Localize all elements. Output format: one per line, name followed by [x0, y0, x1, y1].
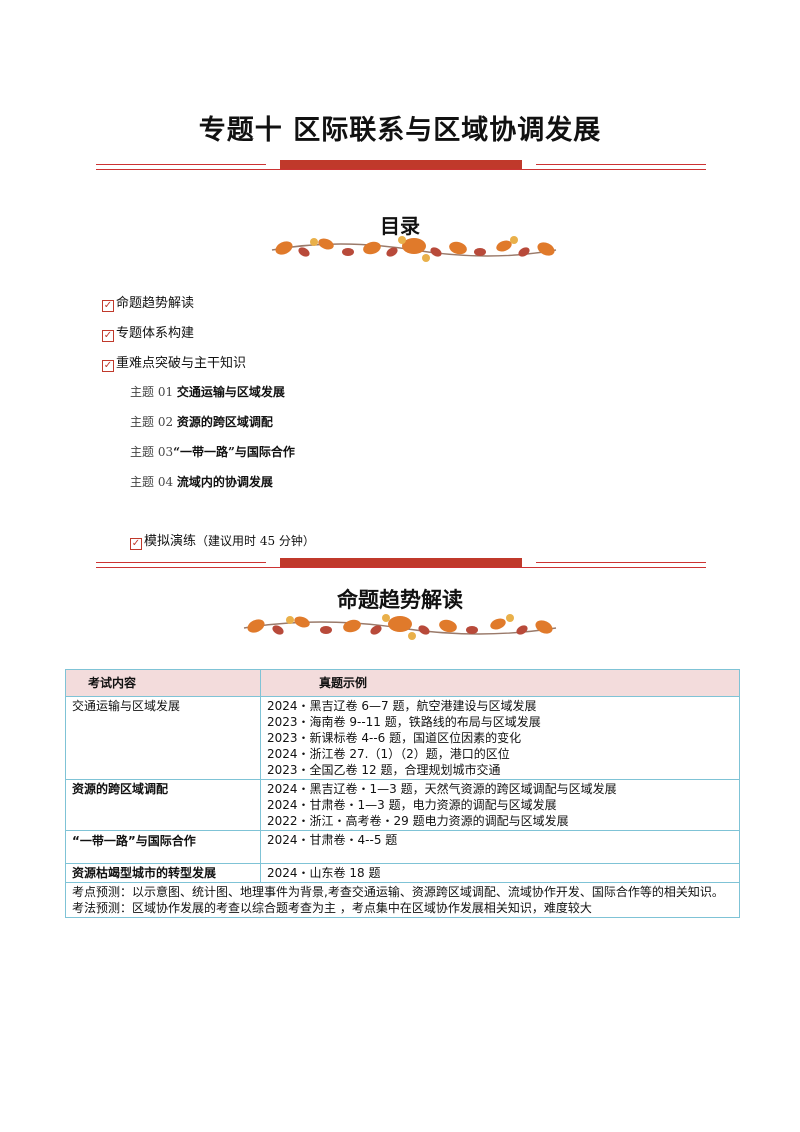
leaf-garland-icon — [271, 236, 557, 262]
toc-topic-04[interactable]: 主题 04 流域内的协调发展 — [130, 475, 273, 489]
toc-topic-02[interactable]: 主题 02 资源的跨区域调配 — [130, 415, 273, 429]
toc-item-system[interactable]: ✓专题体系构建 — [102, 326, 195, 342]
column-header: 真题示例 — [260, 669, 740, 697]
table-row: 资源枯竭型城市的转型发展 2024・山东卷 18 题 — [65, 863, 740, 883]
table-header-row: 考试内容 真题示例 — [65, 669, 740, 697]
toc-item-practice[interactable]: ✓模拟演练（建议用时 45 分钟） — [130, 534, 315, 550]
toc-topic-03[interactable]: 主题 03“一带一路”与国际合作 — [130, 445, 295, 459]
table-row: “一带一路”与国际合作 2024・甘肃卷・4--5 题 — [65, 830, 740, 864]
toc-item-key-points[interactable]: ✓重难点突破与主干知识 — [102, 356, 247, 372]
examples-cell: 2024・黑吉辽卷・1—3 题，天然气资源的跨区域调配与区域发展 2024・甘肃… — [260, 779, 740, 831]
checkbox-icon: ✓ — [130, 538, 142, 550]
checkbox-icon: ✓ — [102, 330, 114, 342]
prediction-cell: 考点预测：以示意图、统计图、地理事件为背景,考查交通运输、资源跨区域调配、流域协… — [65, 882, 740, 918]
table-row: 交通运输与区域发展 2024・黑吉辽卷 6—7 题，航空港建设与区域发展 202… — [65, 696, 740, 780]
examples-cell: 2024・甘肃卷・4--5 题 — [260, 830, 740, 864]
column-header: 考试内容 — [65, 669, 261, 697]
checkbox-icon: ✓ — [102, 300, 114, 312]
exam-content-table: 考试内容 真题示例 交通运输与区域发展 2024・黑吉辽卷 6—7 题，航空港建… — [65, 669, 740, 918]
title-divider — [96, 160, 706, 172]
examples-cell: 2024・山东卷 18 题 — [260, 863, 740, 883]
toc-item-trend[interactable]: ✓命题趋势解读 — [102, 296, 195, 312]
topic-cell: 资源的跨区域调配 — [65, 779, 261, 831]
toc-topic-01[interactable]: 主题 01 交通运输与区域发展 — [130, 385, 285, 399]
checkbox-icon: ✓ — [102, 360, 114, 372]
leaf-garland-icon — [243, 614, 557, 640]
section-title-trend: 命题趋势解读 — [337, 588, 463, 612]
examples-cell: 2024・黑吉辽卷 6—7 题，航空港建设与区域发展 2023・海南卷 9--1… — [260, 696, 740, 780]
topic-cell: 资源枯竭型城市的转型发展 — [65, 863, 261, 883]
page-title: 专题十 区际联系与区域协调发展 — [198, 115, 602, 146]
toc-heading: 目录 — [380, 214, 480, 238]
table-row: 资源的跨区域调配 2024・黑吉辽卷・1—3 题，天然气资源的跨区域调配与区域发… — [65, 779, 740, 831]
table-footer-row: 考点预测：以示意图、统计图、地理事件为背景,考查交通运输、资源跨区域调配、流域协… — [65, 882, 740, 918]
topic-cell: 交通运输与区域发展 — [65, 696, 261, 780]
section-divider — [96, 558, 706, 570]
topic-cell: “一带一路”与国际合作 — [65, 830, 261, 864]
